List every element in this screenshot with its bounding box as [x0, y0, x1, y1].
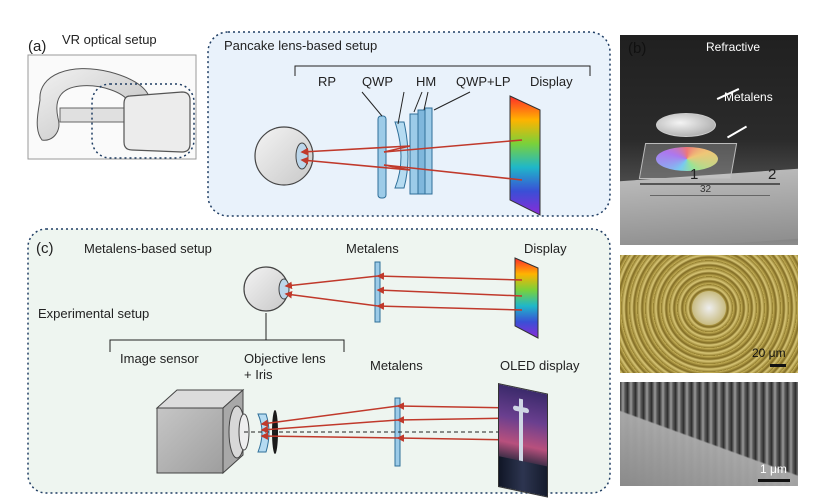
vr-setup-title: VR optical setup — [62, 32, 157, 47]
ruler-number-32: 32 — [700, 184, 712, 195]
label-metalens-top: Metalens — [346, 241, 399, 256]
pancake-lens-stack — [377, 107, 433, 199]
panel-b-letter: (b) — [628, 40, 647, 57]
metalens-microscope-photo — [620, 255, 798, 373]
scale-label-1um: 1 μm — [760, 462, 787, 476]
panel-a-letter: (a) — [28, 38, 47, 55]
panel-c-letter: (c) — [36, 240, 54, 257]
lens-comparison-photo — [620, 35, 798, 245]
label-qwp: QWP — [362, 74, 394, 89]
scale-label-20um: 20 μm — [752, 346, 786, 360]
label-rp: RP — [318, 74, 337, 89]
eye-icon — [254, 126, 314, 186]
pancake-bracket — [294, 65, 591, 76]
label-hm: HM — [416, 74, 437, 89]
label-iris: + Iris — [244, 367, 273, 382]
scale-bar-1um — [758, 479, 790, 482]
experimental-bracket — [109, 339, 345, 352]
oled-display-image — [498, 383, 548, 498]
image-sensor-camera — [155, 388, 250, 475]
photo-label-metalens: Metalens — [724, 90, 773, 104]
headset-illustration — [27, 54, 197, 160]
experimental-setup-title: Experimental setup — [38, 306, 150, 321]
pancake-pointers — [361, 91, 471, 125]
label-qwp-lp: QWP+LP — [456, 74, 511, 89]
label-image-sensor: Image sensor — [120, 351, 199, 366]
pancake-panel — [207, 31, 611, 217]
scale-bar-20um — [770, 364, 786, 367]
pancake-title: Pancake lens-based setup — [224, 38, 378, 53]
metalens-setup-title: Metalens-based setup — [84, 241, 212, 256]
ruler-number-2: 2 — [768, 166, 777, 183]
metalens-element — [374, 261, 381, 323]
pancake-display — [509, 95, 541, 216]
metalens-sem-photo — [620, 382, 798, 486]
photo-label-refractive: Refractive — [706, 40, 761, 54]
metalens-rays — [284, 272, 523, 311]
label-display: Display — [530, 74, 573, 89]
metalens-display — [514, 257, 539, 339]
label-objective: Objective lens — [244, 351, 326, 366]
eye-icon — [243, 266, 290, 312]
ruler-number-1: 1 — [690, 166, 699, 183]
label-metalens-exp: Metalens — [370, 358, 423, 373]
pancake-rays — [300, 139, 523, 181]
label-display-c: Display — [524, 241, 567, 256]
label-oled: OLED display — [500, 358, 580, 373]
